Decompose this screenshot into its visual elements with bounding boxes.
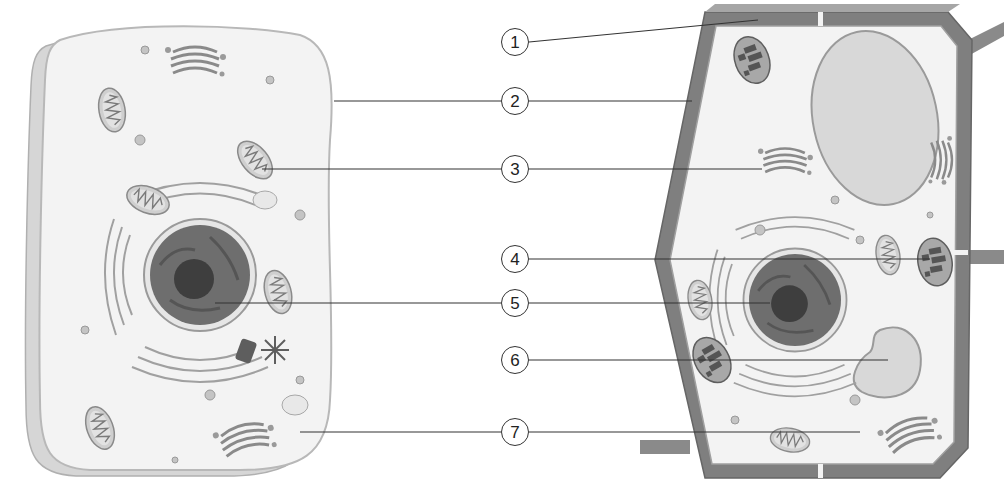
callout-number: 6: [501, 346, 529, 374]
lysosome: [253, 191, 277, 209]
callout-number: 5: [501, 289, 529, 317]
mitochondrion: [685, 278, 715, 321]
animal-cell: [25, 26, 331, 476]
mitochondrion: [80, 403, 119, 453]
plasmodesma: [818, 464, 823, 478]
nucleus: [743, 248, 846, 351]
cell-wall: [655, 12, 972, 478]
callout-text: 1: [510, 34, 519, 51]
callout-text: 5: [510, 295, 519, 312]
centrosome: [261, 336, 289, 364]
callout-number: 7: [501, 418, 529, 446]
centriole: [235, 338, 258, 364]
golgi: [212, 417, 279, 461]
mitochondrion: [260, 267, 297, 316]
lysosome: [282, 395, 308, 415]
mitochondrion: [768, 425, 811, 455]
mitochondrion: [123, 180, 173, 219]
callout-text: 6: [510, 352, 519, 369]
callout-number: 2: [501, 87, 529, 115]
mitochondrion: [95, 86, 128, 134]
endoplasmic-reticulum: [105, 183, 268, 382]
chloroplast: [914, 235, 956, 288]
callout-text: 7: [510, 424, 519, 441]
central-vacuole: [796, 19, 954, 217]
leader-lines: [215, 20, 930, 432]
vesicles: [731, 196, 933, 424]
callout-text: 3: [510, 161, 519, 178]
vacuole: [854, 327, 921, 397]
callout-text: 4: [510, 251, 519, 268]
callout-number: 4: [501, 245, 529, 273]
cell-membrane: [39, 26, 331, 470]
callout-number: 3: [501, 155, 529, 183]
vesicles: [81, 46, 305, 463]
golgi: [877, 410, 944, 459]
plasmodesma: [818, 12, 823, 26]
callout-text: 2: [510, 93, 519, 110]
plant-cell: [640, 4, 1004, 478]
golgi: [165, 47, 226, 77]
golgi: [928, 136, 952, 185]
callout-number: 1: [501, 28, 529, 56]
chloroplast: [728, 32, 776, 89]
mitochondrion: [873, 233, 903, 276]
mitochondrion: [231, 135, 279, 185]
nucleus: [144, 219, 256, 331]
plasmodesma: [954, 250, 968, 255]
cell-wall-surface: [705, 4, 960, 12]
golgi: [758, 149, 813, 176]
